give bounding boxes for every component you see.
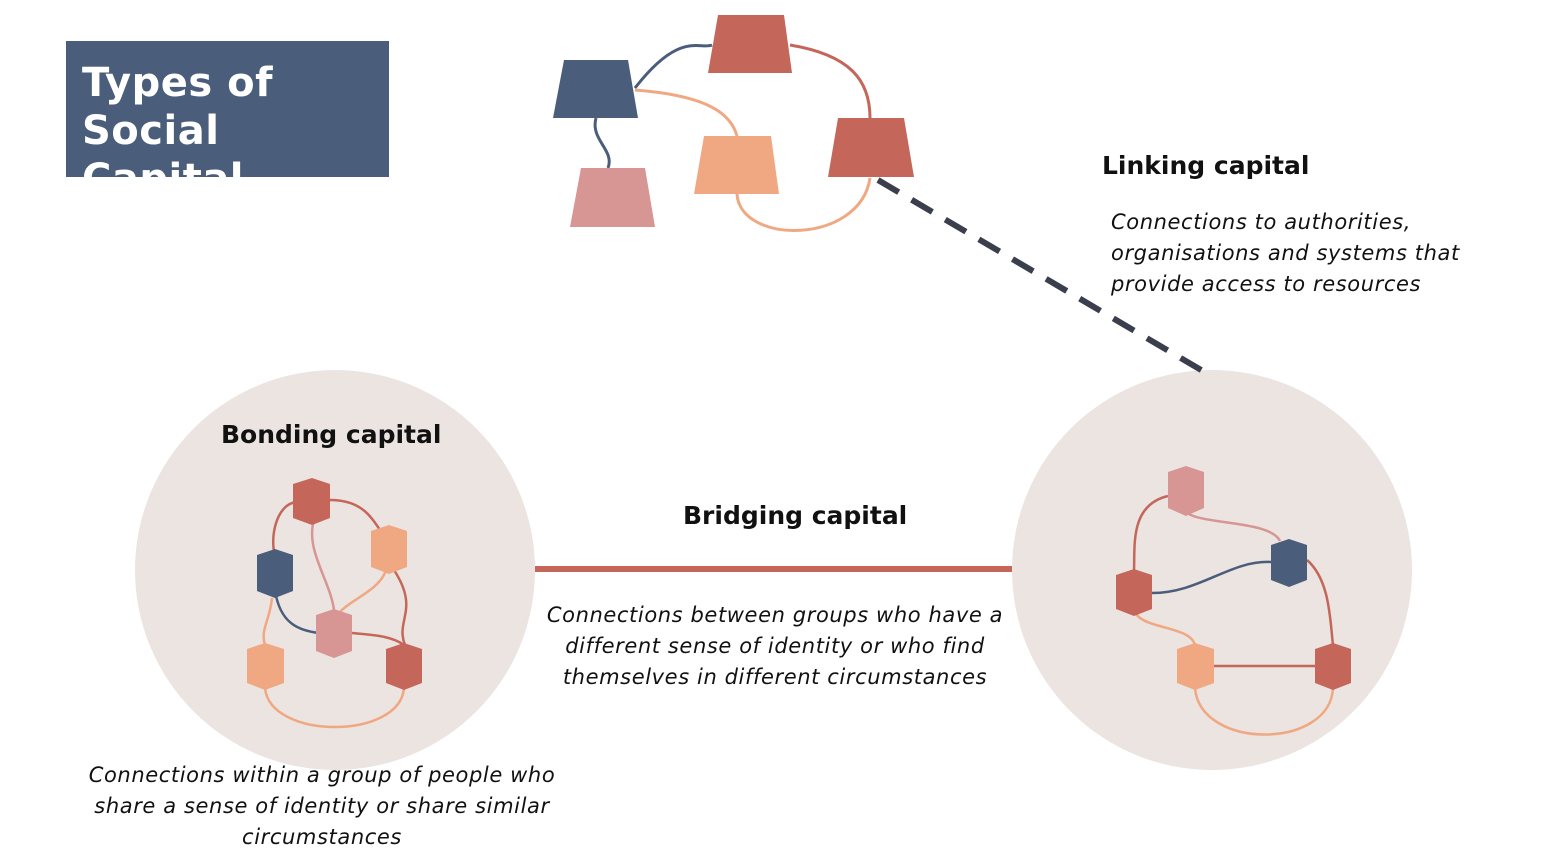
bonding-link: [329, 498, 382, 531]
bridging-node-navy: [1271, 539, 1307, 587]
bonding-description: Connections within a group of people who…: [88, 763, 556, 849]
bridging-link: [1132, 494, 1169, 571]
bridging-link: [1306, 559, 1335, 646]
page-title: Types of Social Capital: [82, 60, 273, 202]
bridging-link: [1132, 609, 1197, 646]
hierarchy-node-navy: [553, 60, 638, 118]
hierarchy-network: [593, 43, 872, 232]
bonding-node-pink: [316, 609, 352, 658]
bonding-node-peach-right: [371, 525, 407, 574]
bonding-link: [263, 687, 406, 729]
bonding-group-circle: [135, 370, 535, 770]
bonding-nodes: [247, 478, 422, 690]
bridging-link: [1151, 560, 1272, 595]
bonding-link: [273, 589, 319, 635]
hierarchy-link: [634, 88, 739, 137]
bridging-description: Connections between groups who have a di…: [546, 603, 1004, 689]
hierarchy-node-top: [708, 15, 792, 73]
hierarchy-link: [735, 177, 872, 232]
bonding-heading: Bonding capital: [221, 420, 442, 449]
linking-description: Connections to authorities, organisation…: [1111, 210, 1460, 296]
linking-heading: Linking capital: [1102, 151, 1310, 180]
bridging-node-red-right: [1315, 643, 1351, 690]
hierarchy-node-red: [828, 118, 914, 177]
hierarchy-link: [789, 43, 872, 119]
title-box: Types of Social Capital: [66, 41, 389, 202]
bridging-network: [1132, 494, 1335, 736]
bonding-link: [262, 597, 274, 646]
hierarchy-link: [633, 43, 713, 89]
linking-connector-line: [876, 177, 1215, 380]
bonding-node-peach-left: [247, 643, 284, 690]
bonding-link: [310, 519, 336, 611]
bonding-node-red-right: [386, 643, 422, 690]
bonding-link: [392, 569, 408, 646]
bridging-link: [1193, 687, 1335, 736]
bridging-node-peach: [1177, 643, 1214, 690]
bonding-link: [351, 631, 405, 647]
hierarchy-link: [593, 117, 611, 169]
bridging-node-pink: [1168, 466, 1204, 516]
bonding-node-navy: [257, 549, 293, 598]
hierarchy-nodes: [553, 15, 914, 227]
bridging-nodes: [1116, 466, 1351, 690]
hierarchy-node-pink: [570, 168, 655, 227]
bonding-link: [339, 569, 388, 613]
bridging-link: [1185, 510, 1282, 542]
hierarchy-node-peach: [694, 136, 779, 194]
bridging-heading: Bridging capital: [683, 501, 908, 530]
bridging-node-red-left: [1116, 569, 1152, 616]
bridging-group-circle: [1012, 370, 1412, 770]
bonding-node-red-top: [293, 478, 330, 525]
